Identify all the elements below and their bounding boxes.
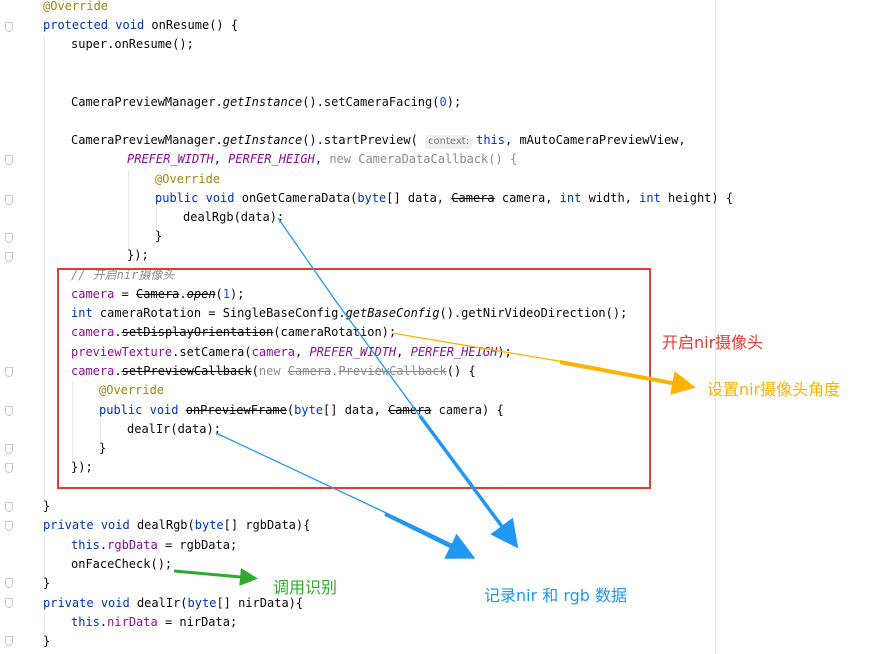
- code-line: camera.setDisplayOrientation(cameraRotat…: [71, 325, 397, 339]
- code-line: public void onGetCameraData(byte[] data,…: [155, 191, 734, 205]
- code-line: }: [99, 441, 107, 455]
- annotation-record-data: 记录nir 和 rgb 数据: [484, 586, 628, 605]
- green-arrow: [173, 567, 258, 586]
- code-line: @Override: [99, 383, 165, 397]
- fold-icon[interactable]: [5, 636, 13, 646]
- indent-guide: [156, 208, 157, 232]
- code-comment: // 开启nir摄像头: [71, 268, 175, 282]
- fold-icon[interactable]: [5, 502, 13, 512]
- fold-icon[interactable]: [5, 444, 13, 454]
- code-line: previewTexture.setCamera(camera, PREFER_…: [71, 345, 512, 359]
- fold-icon[interactable]: [5, 195, 13, 205]
- orange-arrow-head: [559, 360, 696, 395]
- fold-icon[interactable]: [5, 22, 13, 32]
- parameter-hint: context:: [425, 135, 473, 149]
- blue-arrow-nir-head: [384, 512, 476, 559]
- code-line: PREFER_WIDTH, PERFER_HEIGH, new CameraDa…: [127, 152, 518, 166]
- code-line: private void dealRgb(byte[] rgbData){: [43, 518, 311, 532]
- fold-icon[interactable]: [5, 463, 13, 473]
- code-line: });: [71, 460, 93, 474]
- indent-guide: [72, 382, 73, 464]
- indent-guide: [44, 614, 45, 638]
- indent-guide: [100, 420, 101, 444]
- indent-guide: [44, 536, 45, 580]
- annotation-open-nir-camera: 开启nir摄像头: [662, 333, 764, 352]
- code-line: protected void onResume() {: [43, 18, 239, 32]
- fold-icon[interactable]: [5, 406, 13, 416]
- code-line: });: [127, 248, 149, 262]
- annotation-set-nir-angle: 设置nir摄像头角度: [707, 380, 841, 399]
- code-line: @Override: [155, 172, 221, 186]
- code-line: this.rgbData = rgbData;: [71, 538, 238, 552]
- fold-icon[interactable]: [5, 578, 13, 588]
- code-line: this.nirData = nirData;: [71, 615, 238, 629]
- blue-arrow-rgb-head: [418, 414, 519, 549]
- editor-gutter: [0, 0, 22, 654]
- code-line: onFaceCheck();: [71, 557, 173, 571]
- code-line: }: [43, 499, 51, 513]
- code-line: CameraPreviewManager.getInstance().setCa…: [71, 95, 462, 109]
- code-line: camera.setPreviewCallback(new Camera.Pre…: [71, 364, 476, 378]
- code-line: @Override: [43, 0, 109, 13]
- indent-guide: [128, 170, 129, 250]
- fold-icon[interactable]: [5, 367, 13, 377]
- indent-guide: [44, 36, 45, 502]
- right-margin-guide: [715, 0, 716, 654]
- code-line: super.onResume();: [71, 37, 194, 51]
- code-line: dealIr(data);: [127, 422, 221, 436]
- code-line: camera = Camera.open(1);: [71, 287, 245, 301]
- code-line: dealRgb(data);: [183, 210, 285, 224]
- code-line: }: [43, 576, 51, 590]
- fold-icon[interactable]: [5, 521, 13, 531]
- fold-icon[interactable]: [5, 233, 13, 243]
- code-line: CameraPreviewManager.getInstance().start…: [71, 133, 686, 149]
- code-line: int cameraRotation = SingleBaseConfig.ge…: [71, 306, 628, 320]
- code-line: private void dealIr(byte[] nirData){: [43, 596, 304, 610]
- fold-icon[interactable]: [5, 252, 13, 262]
- fold-icon[interactable]: [5, 155, 13, 165]
- fold-icon[interactable]: [5, 598, 13, 608]
- blue-arrow-nir: [215, 432, 469, 553]
- code-line: }: [43, 634, 51, 648]
- annotation-call-recognition: 调用识别: [273, 578, 338, 597]
- code-line: public void onPreviewFrame(byte[] data, …: [99, 403, 504, 417]
- code-line: }: [155, 229, 163, 243]
